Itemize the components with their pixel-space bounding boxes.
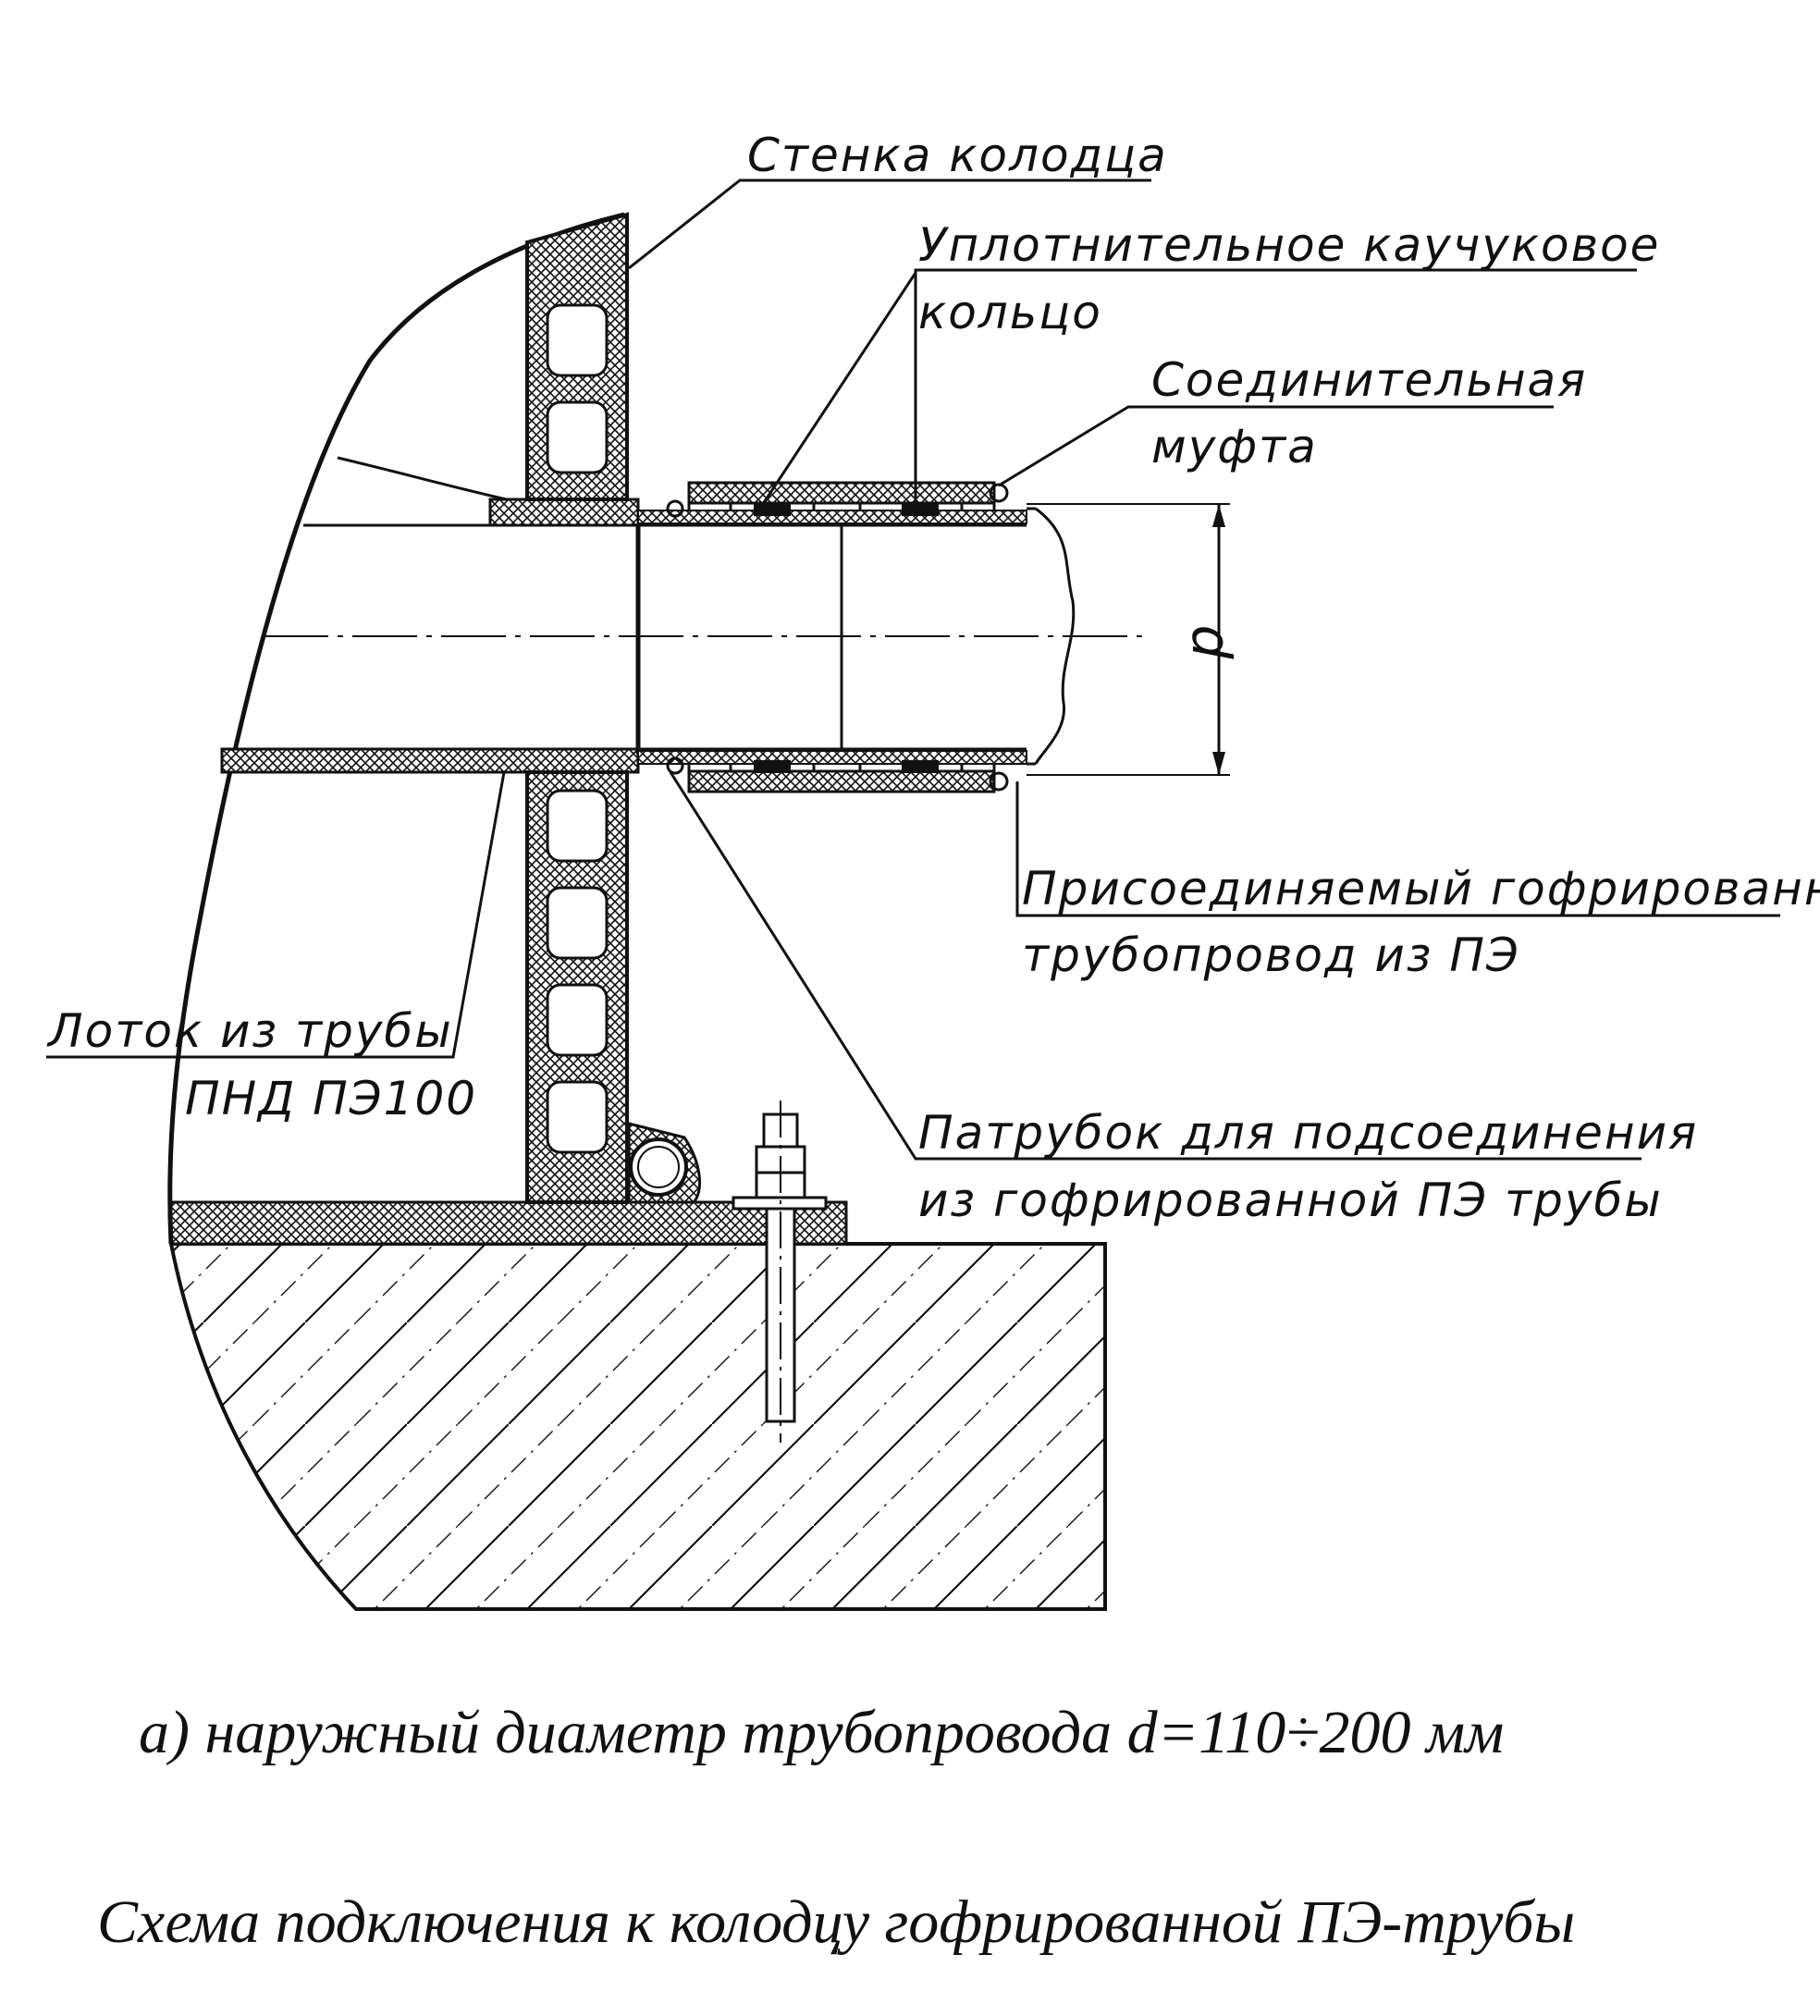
label-tray-2: ПНД ПЭ100 xyxy=(185,1072,477,1125)
well-wall xyxy=(525,212,629,1204)
leader-lines xyxy=(46,178,1780,1161)
label-pipeline-2: трубопровод из ПЭ xyxy=(1022,928,1520,982)
dimension-d: d xyxy=(1027,503,1243,776)
concrete-base xyxy=(168,1242,1107,1611)
tray-pipe xyxy=(220,498,1142,774)
anchor-bolt xyxy=(732,1100,828,1443)
well-inner-line xyxy=(337,456,528,506)
branch-pipe xyxy=(635,523,1027,754)
label-coupling-1: Соединительная xyxy=(1151,353,1587,407)
label-branch-1: Патрубок для подсоединения xyxy=(918,1106,1698,1160)
well-outline xyxy=(167,212,625,1245)
label-well-wall: Стенка колодца xyxy=(747,129,1168,182)
diagram-title: Схема подключения к колодцу гофрированно… xyxy=(97,1888,1575,1956)
label-branch-2: из гофрированной ПЭ трубы xyxy=(918,1174,1663,1227)
label-seal-ring-2: кольцо xyxy=(918,286,1102,339)
attached-pipeline xyxy=(1027,507,1076,766)
coupling xyxy=(637,481,1027,524)
label-tray-1: Лоток из трубы xyxy=(46,1004,453,1058)
support-clamp xyxy=(627,1122,702,1204)
dimension-label: d xyxy=(1180,625,1243,661)
label-seal-ring-1: Уплотнительное каучуковое xyxy=(918,218,1660,272)
label-coupling-2: муфта xyxy=(1151,420,1318,473)
coupling-bottom xyxy=(637,750,1027,793)
subtitle-caption: а) наружный диаметр трубопровода d=110÷2… xyxy=(139,1699,1504,1766)
label-pipeline-1: Присоединяемый гофрированный xyxy=(1022,862,1820,916)
